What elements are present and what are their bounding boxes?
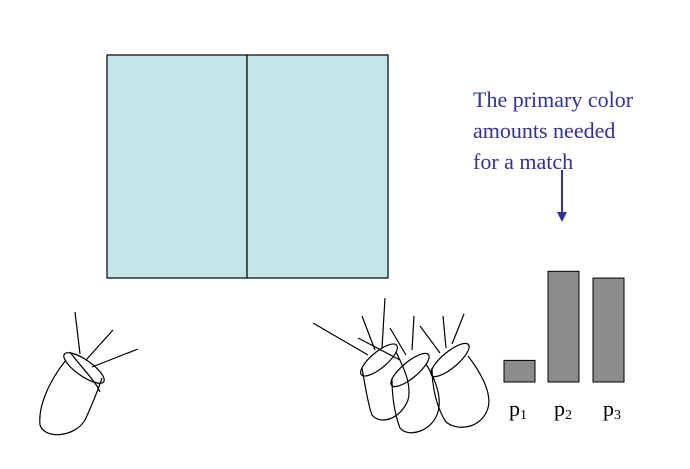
bar-p3 <box>592 277 625 383</box>
bar-p2 <box>547 270 580 383</box>
bar-label-p3: p3 <box>603 396 621 423</box>
test-panel-left <box>106 54 248 279</box>
caption-line-2: amounts needed <box>473 118 616 143</box>
bar-label-p1: p1 <box>509 396 527 423</box>
match-panel-right <box>246 54 389 279</box>
caption-text: The primary color amounts needed for a m… <box>473 84 673 177</box>
caption-line-3: for a match <box>473 149 574 174</box>
pointer-arrow <box>557 170 567 222</box>
primary-light-projector-3 <box>419 313 490 428</box>
caption-line-1: The primary color <box>473 87 634 112</box>
primary-light-projector-1 <box>312 297 410 421</box>
primary-amount-bars <box>503 270 625 383</box>
test-light-projector <box>39 311 139 436</box>
bar-label-p2: p2 <box>554 396 572 423</box>
bar-p1 <box>503 359 536 383</box>
primary-light-projector-2 <box>357 315 440 434</box>
